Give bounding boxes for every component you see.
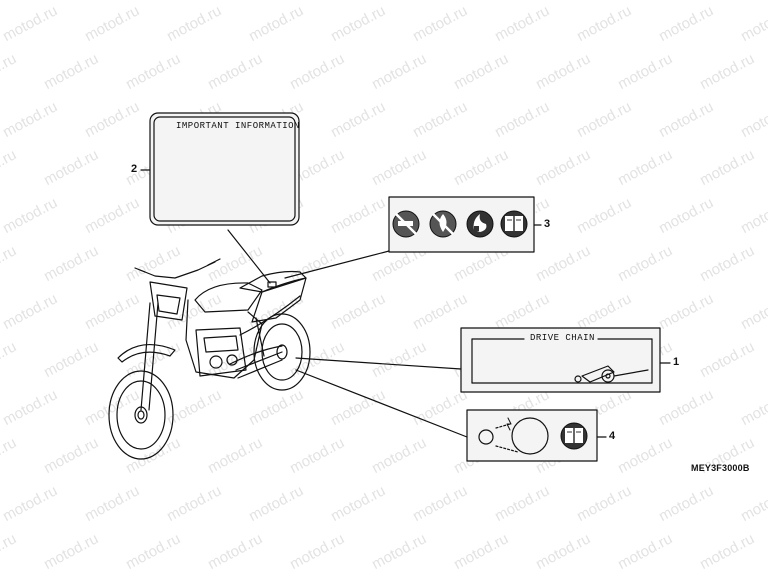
owners-manual-icon-air-filter bbox=[560, 422, 588, 450]
callout-number-1: 1 bbox=[673, 356, 680, 368]
callout-number-3: 3 bbox=[544, 218, 551, 230]
no-smoking-icon bbox=[392, 210, 420, 238]
leader-line-4-to-bike bbox=[295, 369, 468, 438]
important-information-label bbox=[149, 112, 300, 226]
leader-line-1-to-bike bbox=[295, 357, 462, 370]
motorcycle-illustration bbox=[108, 258, 311, 460]
owners-manual-icon bbox=[500, 210, 528, 238]
callout-number-2: 2 bbox=[131, 163, 138, 175]
diagram-code: MEY3F3000B bbox=[691, 463, 750, 473]
leader-line-2-to-bike bbox=[227, 229, 271, 284]
drive-chain-label bbox=[460, 327, 661, 393]
callout-number-4: 4 bbox=[609, 430, 616, 442]
fire-hazard-icon bbox=[466, 210, 494, 238]
no-open-flame-icon bbox=[429, 210, 457, 238]
drive-chain-title: DRIVE CHAIN bbox=[530, 333, 595, 343]
important-information-title: IMPORTANT INFORMATION bbox=[176, 121, 300, 131]
leader-line-3-to-bike bbox=[284, 250, 390, 279]
